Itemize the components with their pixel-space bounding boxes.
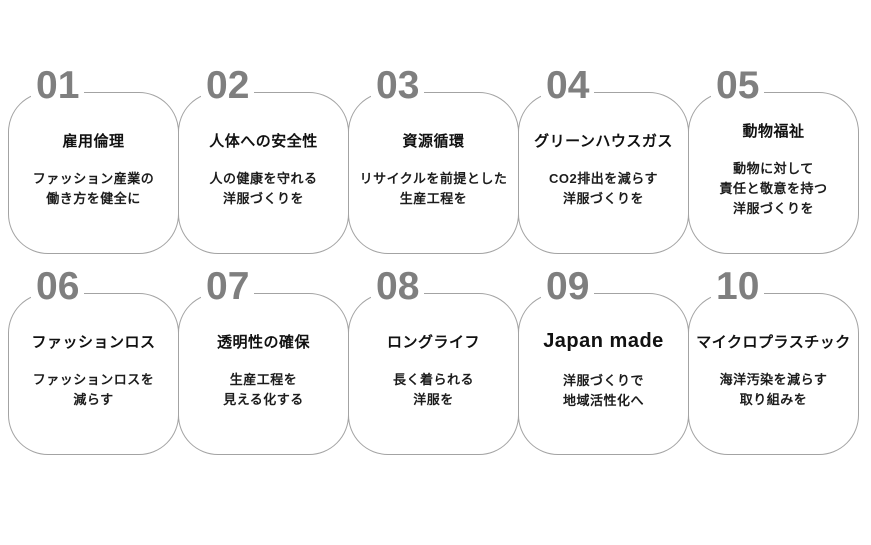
card-number: 07 [201,267,255,306]
card-title: 資源循環 [402,132,465,150]
card-description: 動物に対して 責任と敬意を持つ 洋服づくりを [719,160,828,216]
card-grid: 01 雇用倫理 ファッション産業の 働き方を健全に 02 人体への安全性 人の健… [8,66,859,455]
card-content: 透明性の確保 生産工程を 見える化する [179,294,348,454]
card-description: 長く着られる 洋服を [392,371,474,407]
card-number: 04 [541,66,595,105]
card-title: ファッションロス [31,333,156,351]
card-content: 資源循環 リサイクルを前提とした 生産工程を [349,93,518,253]
card-description: 洋服づくりで 地域活性化へ [562,372,644,408]
card-title: グリーンハウスガス [534,132,673,150]
card-content: 動物福祉 動物に対して 責任と敬意を持つ 洋服づくりを [689,93,858,253]
info-card: 07 透明性の確保 生産工程を 見える化する [178,267,349,455]
card-title: 雇用倫理 [62,132,125,150]
card-number: 06 [31,267,85,306]
info-card: 02 人体への安全性 人の健康を守れる 洋服づくりを [178,66,349,254]
card-row-1: 01 雇用倫理 ファッション産業の 働き方を健全に 02 人体への安全性 人の健… [8,66,859,254]
card-title: 透明性の確保 [216,333,310,351]
info-card: 06 ファッションロス ファッションロスを 減らす [8,267,179,455]
card-number: 05 [711,66,765,105]
card-description: ファッション産業の 働き方を健全に [32,170,155,206]
info-card: 03 資源循環 リサイクルを前提とした 生産工程を [348,66,519,254]
info-card: 10 マイクロプラスチック 海洋汚染を減らす 取り組みを [688,267,859,455]
card-title: 動物福祉 [742,122,805,140]
card-content: グリーンハウスガス CO2排出を減らす 洋服づくりを [519,93,688,253]
card-content: ファッションロス ファッションロスを 減らす [9,294,178,454]
card-description: CO2排出を減らす 洋服づくりを [549,170,658,206]
card-description: 人の健康を守れる 洋服づくりを [209,170,318,206]
card-description: リサイクルを前提とした 生産工程を [359,170,508,206]
info-card: 05 動物福祉 動物に対して 責任と敬意を持つ 洋服づくりを [688,66,859,254]
card-title: 人体への安全性 [209,132,318,150]
card-title: マイクロプラスチック [696,333,851,351]
card-title: Japan made [543,329,664,352]
info-card: 09 Japan made 洋服づくりで 地域活性化へ [518,267,689,455]
card-number: 10 [711,267,765,306]
card-row-2: 06 ファッションロス ファッションロスを 減らす 07 透明性の確保 生産工程… [8,267,859,455]
card-number: 09 [541,267,595,306]
info-card: 01 雇用倫理 ファッション産業の 働き方を健全に [8,66,179,254]
card-number: 08 [371,267,425,306]
info-card: 04 グリーンハウスガス CO2排出を減らす 洋服づくりを [518,66,689,254]
card-number: 03 [371,66,425,105]
card-content: マイクロプラスチック 海洋汚染を減らす 取り組みを [689,294,858,454]
card-description: 生産工程を 見える化する [223,371,304,407]
card-content: Japan made 洋服づくりで 地域活性化へ [519,294,688,454]
card-title: ロングライフ [386,333,480,351]
card-content: 人体への安全性 人の健康を守れる 洋服づくりを [179,93,348,253]
card-description: ファッションロスを 減らす [32,371,155,407]
card-number: 02 [201,66,255,105]
card-description: 海洋汚染を減らす 取り組みを [719,371,828,407]
card-number: 01 [31,66,85,105]
card-content: ロングライフ 長く着られる 洋服を [349,294,518,454]
card-content: 雇用倫理 ファッション産業の 働き方を健全に [9,93,178,253]
info-card: 08 ロングライフ 長く着られる 洋服を [348,267,519,455]
